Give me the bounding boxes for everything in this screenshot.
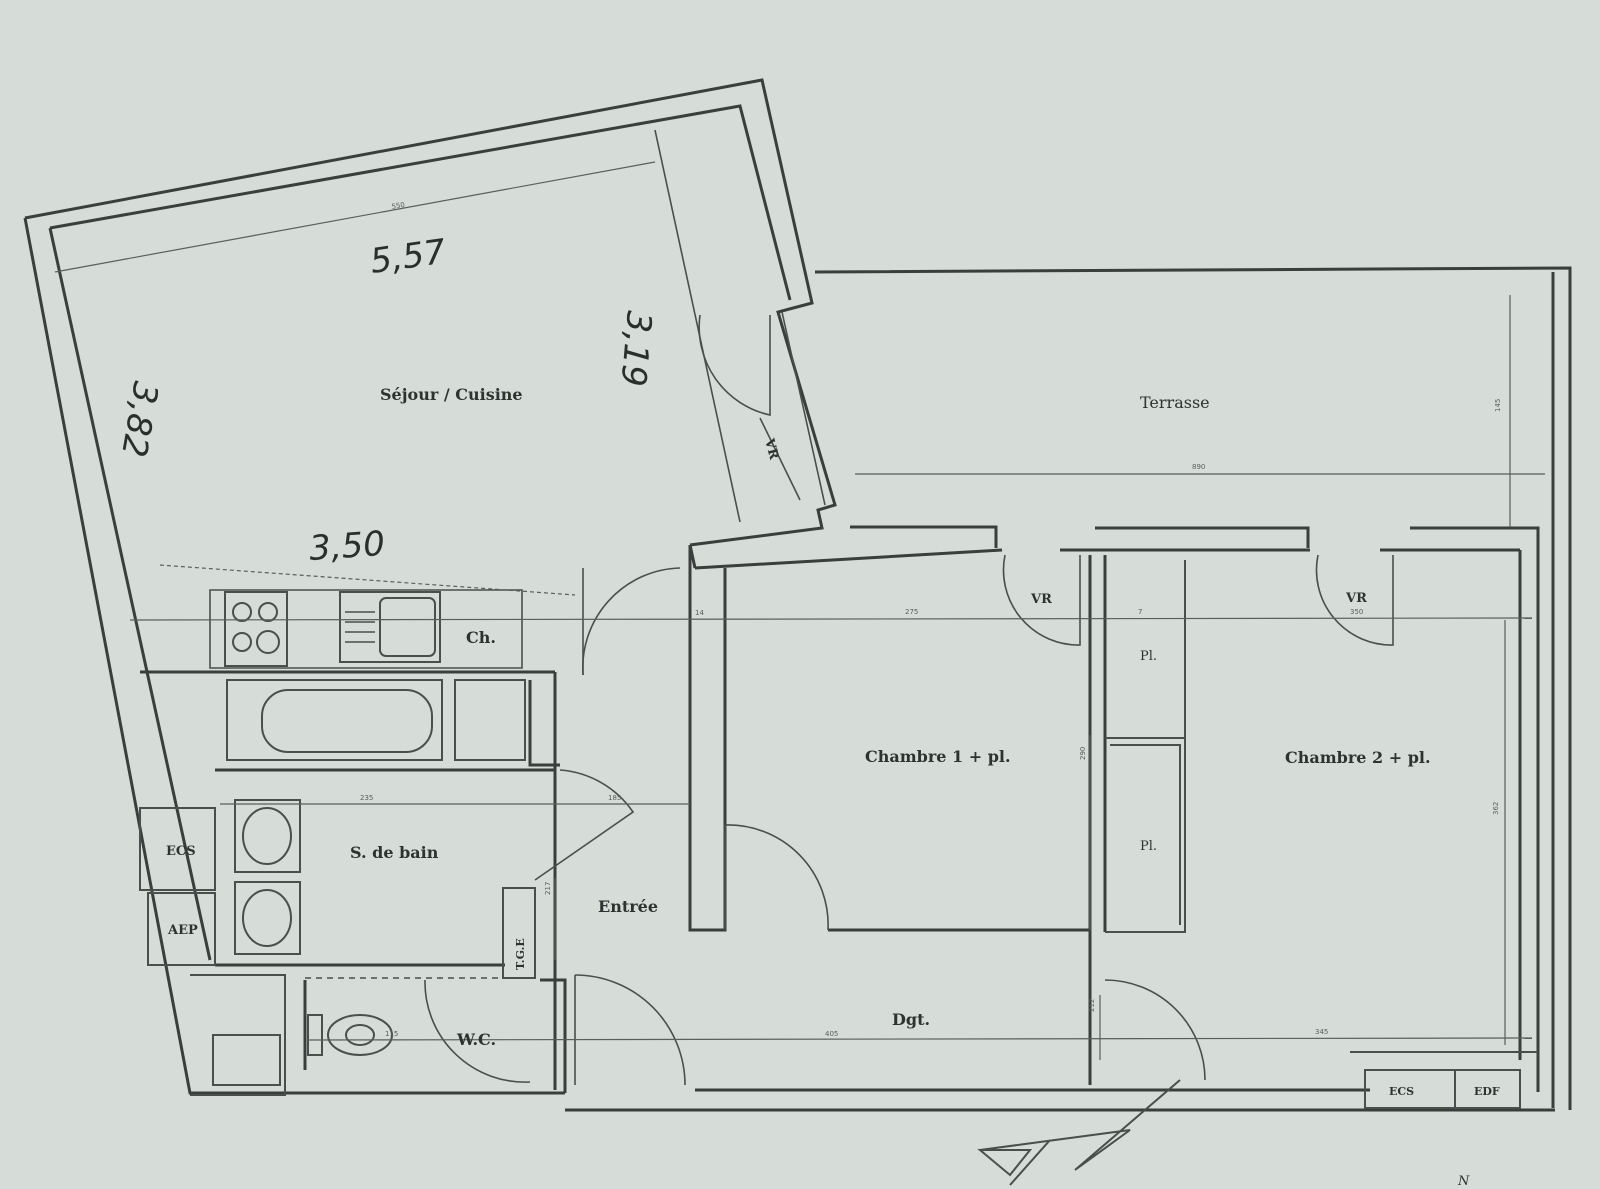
room-label-dgt: Dgt. xyxy=(892,1010,930,1029)
bathtub xyxy=(226,679,443,761)
room-label-ch: Ch. xyxy=(466,628,496,647)
label-vr: VR xyxy=(761,436,781,461)
label-vr: VR xyxy=(1030,592,1052,607)
label-vr: VR xyxy=(1345,591,1367,606)
kitchen-sink xyxy=(339,591,441,663)
room-label-entree: Entrée xyxy=(598,897,658,916)
room-label-wc: W.C. xyxy=(456,1030,496,1049)
label-ecs: ECS xyxy=(1389,1085,1414,1098)
dimension-lines xyxy=(54,161,1545,1060)
dim-label: 550 xyxy=(391,201,406,211)
north-arrow-icon xyxy=(977,1079,1181,1186)
dim-label: 145 xyxy=(1494,399,1502,412)
dim-label: 362 xyxy=(1492,802,1500,815)
dim-label: 405 xyxy=(825,1030,838,1038)
washbasin xyxy=(234,799,301,873)
dim-label: 185 xyxy=(608,794,621,802)
handwritten-measure: 5,57 xyxy=(368,232,449,282)
dim-label: 350 xyxy=(1350,608,1363,616)
washbasin xyxy=(234,881,301,955)
label-tge: T.G.E xyxy=(514,938,527,970)
dim-label: 890 xyxy=(1192,463,1205,471)
room-label-sdb: S. de bain xyxy=(350,843,439,862)
dim-label: 275 xyxy=(905,608,918,616)
label-placard: Pl. xyxy=(1140,839,1157,854)
room-label-terrasse: Terrasse xyxy=(1140,393,1210,412)
toilet xyxy=(307,1014,323,1056)
label-ecs: ECS xyxy=(166,844,196,859)
room-label-chambre2: Chambre 2 + pl. xyxy=(1285,748,1431,767)
handwritten-measure: 3,82 xyxy=(113,378,166,459)
door-swings xyxy=(424,314,1394,1086)
dim-label: 115 xyxy=(385,1030,398,1038)
dim-label: 290 xyxy=(1079,747,1087,760)
label-edf: EDF xyxy=(1474,1085,1500,1098)
label-aep: AEP xyxy=(167,923,198,938)
dim-label: 212 xyxy=(1088,999,1096,1012)
dim-label: 14 xyxy=(695,609,704,617)
north-label: N xyxy=(1457,1174,1470,1189)
dim-label: 235 xyxy=(360,794,373,802)
dim-label: 217 xyxy=(544,882,552,895)
handwritten-measure: 3,50 xyxy=(308,524,386,569)
stove xyxy=(224,591,288,667)
exterior-walls xyxy=(23,78,1572,1112)
dim-label: 345 xyxy=(1315,1028,1328,1036)
handwritten-measure: 3,19 xyxy=(612,309,658,388)
dim-label: 7 xyxy=(1138,608,1142,616)
fixtures xyxy=(224,591,526,1056)
room-label-sejour: Séjour / Cuisine xyxy=(380,385,523,404)
label-placard: Pl. xyxy=(1140,649,1157,664)
room-label-chambre1: Chambre 1 + pl. xyxy=(865,747,1011,766)
